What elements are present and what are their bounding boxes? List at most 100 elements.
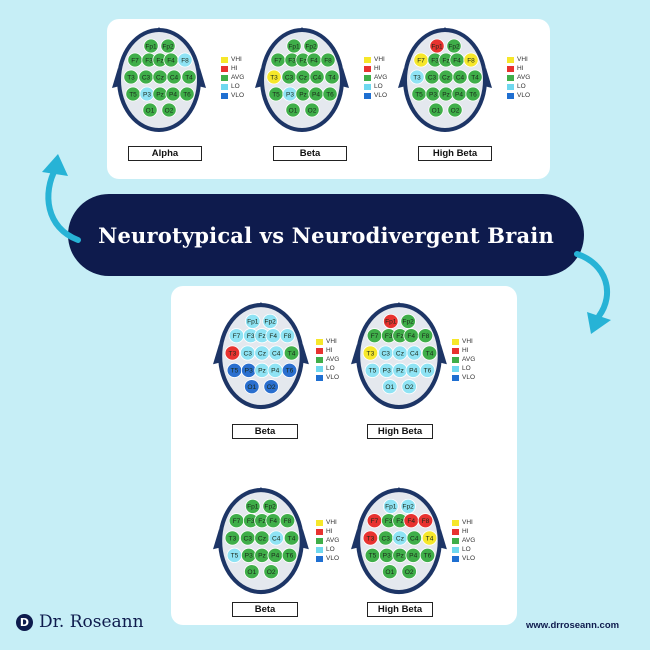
electrode-dot [281, 547, 298, 563]
legend-item: HI [452, 527, 475, 536]
legend-swatch [316, 338, 323, 345]
electrode-o2: O2 [161, 102, 177, 118]
legend-item: VHI [452, 518, 475, 527]
legend-label: HI [517, 65, 524, 72]
electrode-t3: T3 [123, 69, 139, 85]
legend-label: LO [517, 83, 526, 90]
legend-item: HI [221, 64, 244, 73]
electrode-label: C3 [243, 350, 252, 357]
electrode-p4: P4 [405, 547, 421, 563]
legend-swatch [452, 365, 459, 372]
electrode-label: C4 [456, 74, 465, 81]
electrode-f8: F8 [463, 52, 479, 68]
electrode-f7: F7 [413, 52, 429, 68]
legend-label: AVG [374, 74, 388, 81]
electrode-dot [362, 530, 379, 546]
electrode-dot [406, 345, 423, 361]
legend-label: VLO [326, 374, 340, 381]
legend-swatch [452, 356, 459, 363]
electrode-c4: C4 [268, 530, 285, 546]
electrode-t5: T5 [125, 86, 141, 102]
electrode-dot [263, 379, 279, 395]
legend-label: VLO [231, 92, 245, 99]
legend-label: VLO [374, 92, 388, 99]
electrode-dot [244, 564, 260, 580]
electrode-label: Pz [442, 91, 450, 98]
electrode-label: Cz [258, 350, 266, 357]
electrode-label: F8 [284, 333, 292, 340]
electrode-label: T5 [415, 91, 423, 98]
electrode-fz: Fz [392, 328, 408, 344]
electrode-dot [409, 69, 425, 85]
electrode-label: F8 [422, 333, 430, 340]
electrode-c3: C3 [239, 530, 256, 546]
legend-item: AVG [221, 73, 244, 82]
legend-item: VHI [221, 55, 244, 64]
electrode-label: Fp1 [431, 43, 443, 50]
electrode-label: F3 [288, 57, 296, 64]
electrode-label: Fp1 [288, 43, 300, 50]
electrode-label: T6 [424, 553, 432, 560]
electrode-label: Fp2 [448, 43, 460, 50]
electrode-label: P4 [455, 91, 463, 98]
electrode-p4: P4 [451, 86, 467, 102]
electrode-label: Fp2 [162, 43, 174, 50]
electrode-f7: F7 [366, 513, 383, 529]
map-label: High Beta [367, 424, 433, 439]
electrode-dot [320, 52, 336, 68]
legend-label: LO [462, 365, 471, 372]
electrode-label: F3 [145, 57, 153, 64]
electrode-f4: F4 [163, 52, 179, 68]
electrode-label: C3 [285, 74, 294, 81]
electrode-p3: P3 [240, 362, 257, 378]
legend-item: VLO [316, 373, 339, 382]
electrode-label: P4 [169, 91, 177, 98]
legend-item: AVG [316, 355, 339, 364]
electrode-dot [382, 564, 398, 580]
electrode-label: C4 [272, 535, 281, 542]
legend-label: AVG [462, 356, 476, 363]
electrode-c3: C3 [281, 69, 297, 85]
legend-item: LO [221, 82, 244, 91]
legend-item: HI [507, 64, 530, 73]
electrode-dot [362, 345, 379, 361]
electrode-o1: O1 [142, 102, 158, 118]
legend-item: VLO [452, 373, 475, 382]
electrode-fp2: Fp2 [262, 313, 278, 329]
website-url: www.drroseann.com [526, 620, 620, 631]
legend-swatch [452, 555, 459, 562]
electrode-o2: O2 [263, 379, 279, 395]
legend-label: LO [231, 83, 240, 90]
legend-item: VHI [316, 518, 339, 527]
electrode-pz: Pz [295, 86, 311, 102]
electrode-dot [419, 362, 436, 378]
electrode-label: Fp1 [247, 319, 259, 326]
legend-item: VHI [507, 55, 530, 64]
electrode-label: T6 [183, 91, 191, 98]
legend-swatch [452, 347, 459, 354]
electrode-f8: F8 [320, 52, 336, 68]
legend-swatch [452, 338, 459, 345]
electrode-t6: T6 [322, 86, 338, 102]
curved-arrow-down-icon [574, 251, 611, 334]
electrode-p4: P4 [267, 362, 283, 378]
electrode-label: F7 [417, 57, 425, 64]
electrode-label: O2 [308, 107, 317, 114]
electrode-label: C3 [428, 74, 437, 81]
electrode-label: T6 [326, 91, 334, 98]
electrode-label: Pz [258, 553, 266, 560]
electrode-dot [142, 102, 158, 118]
electrode-label: O1 [432, 107, 441, 114]
electrode-label: F8 [181, 57, 189, 64]
electrode-label: F8 [422, 518, 430, 525]
electrode-label: T5 [231, 368, 239, 375]
electrode-c3: C3 [138, 69, 154, 85]
electrode-dot [262, 313, 278, 329]
electrode-label: Fp2 [402, 319, 414, 326]
electrode-p3: P3 [425, 86, 441, 102]
electrode-label: Cz [299, 74, 307, 81]
electrode-dot [279, 328, 296, 344]
